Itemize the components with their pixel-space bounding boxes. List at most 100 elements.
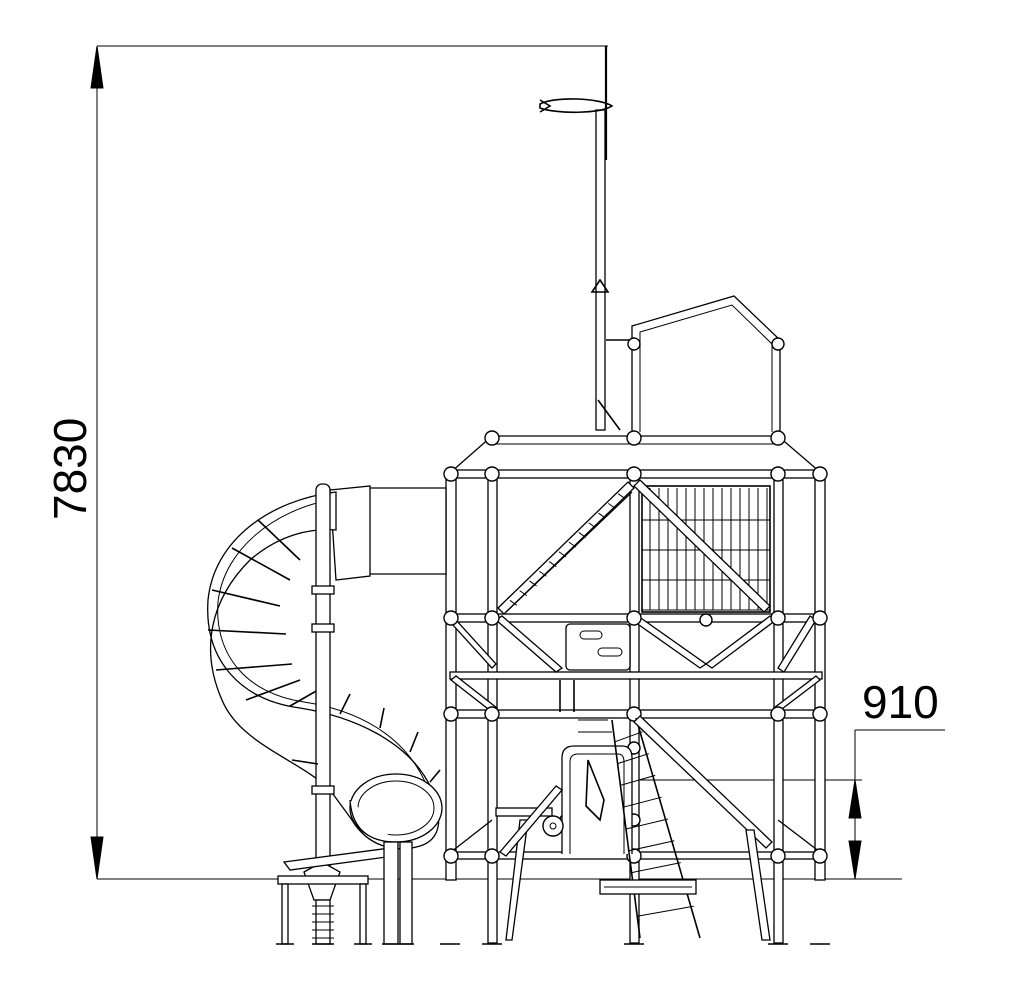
roof-inner-line (639, 304, 773, 432)
roof-node (627, 337, 641, 351)
platform-height-dimension: 910 (640, 676, 945, 880)
tube-band (339, 693, 351, 715)
pole-clamp (311, 785, 335, 795)
rope-rung (614, 731, 643, 743)
mast-cap-icon (590, 278, 610, 293)
ladder-rungs (509, 493, 626, 606)
ladder-rung (588, 522, 596, 529)
rope-rung (637, 905, 694, 917)
slide-support-pole (277, 483, 413, 945)
overall-height-dimension: 7830 (44, 45, 608, 880)
tower-frame (443, 430, 828, 944)
entry-arch (561, 745, 633, 854)
entry-ladder (561, 715, 773, 941)
ladder-rung (578, 532, 587, 538)
upper-diagonal-ladder (497, 479, 771, 615)
vane-tail (539, 99, 552, 113)
overall-height-label: 7830 (44, 418, 96, 520)
support-pole (315, 483, 331, 885)
arrow-up-small-icon (848, 779, 862, 819)
pole-clamp (311, 623, 335, 633)
ladder-rung (608, 502, 616, 509)
rope-rung (631, 862, 681, 874)
slide-entry-chute (367, 487, 447, 575)
side-bar (495, 807, 553, 817)
wind-vane-mast (539, 46, 632, 431)
ladder-rail-inner (505, 491, 633, 613)
slanted-brace (499, 785, 563, 857)
base-leg (359, 883, 367, 945)
brace (630, 615, 708, 669)
tube-highlight (217, 499, 331, 703)
platform-height-label: 910 (862, 676, 939, 728)
ladder-rail (497, 481, 635, 615)
rope-rung (620, 774, 656, 786)
ladder-rung (598, 512, 606, 519)
support-leg (745, 829, 771, 941)
brace (704, 615, 778, 669)
mast-brace (597, 399, 621, 431)
slide-entry-cone (329, 485, 371, 581)
panel-slot (597, 647, 623, 657)
tower-post (487, 437, 498, 944)
tube-band (231, 547, 291, 581)
tube-band (429, 769, 441, 783)
rope-rung (617, 753, 649, 765)
ladder-rung (617, 493, 626, 500)
lower-left-bay (495, 785, 564, 941)
tube-band (379, 707, 385, 729)
pole-foot-ticks (312, 905, 334, 939)
arrow-down-icon (90, 836, 104, 880)
tube-slide (207, 485, 447, 850)
diagonal-rail (633, 479, 771, 613)
ladder-rung (568, 541, 577, 548)
ladder-rung (558, 551, 567, 558)
slanted-leg (505, 819, 529, 941)
tube-segment-bands (207, 519, 441, 783)
mast-pole (595, 109, 606, 431)
base-bracket (277, 875, 369, 885)
tower-post (773, 437, 784, 944)
pole-arm (291, 759, 319, 765)
slide-base-frame (282, 847, 395, 871)
wheel-icon (542, 815, 564, 837)
ladder-rung (539, 570, 547, 577)
ladder-rung (548, 561, 557, 567)
ladder-rung (519, 590, 527, 597)
arrow-down-small-icon (848, 840, 862, 880)
brace (494, 615, 564, 673)
brace (777, 819, 821, 853)
brace (449, 675, 499, 713)
ladder-rung (509, 599, 518, 606)
pole-clamp (311, 585, 335, 595)
tube-band (409, 731, 419, 753)
mid-lower-rail (449, 671, 823, 680)
wind-vane-icon (539, 98, 614, 114)
panel-slot (579, 630, 603, 640)
roof-node (771, 337, 785, 351)
tube-band (245, 679, 301, 701)
tube-band (257, 519, 301, 561)
rope-rung (625, 818, 669, 830)
tube-band (211, 589, 281, 607)
roof-outline (631, 295, 781, 432)
rope-rung (623, 796, 662, 808)
brace (450, 819, 493, 853)
panel-board (565, 623, 631, 671)
entry-panel (585, 759, 605, 822)
arrow-up-icon (90, 45, 104, 89)
tube-band (289, 689, 319, 707)
base-leg (281, 883, 289, 945)
diagonal-rail (633, 715, 773, 849)
rope-rung (628, 840, 675, 852)
ladder-rung (529, 580, 537, 587)
entry-arch-inner (569, 753, 625, 854)
tube-band (207, 629, 287, 635)
mid-panel-board (559, 623, 631, 712)
tube-band (215, 663, 293, 671)
roof-house-frame (627, 295, 785, 432)
spiral-tube (207, 491, 440, 850)
exit-leg (383, 841, 399, 945)
exit-leg (399, 841, 413, 945)
